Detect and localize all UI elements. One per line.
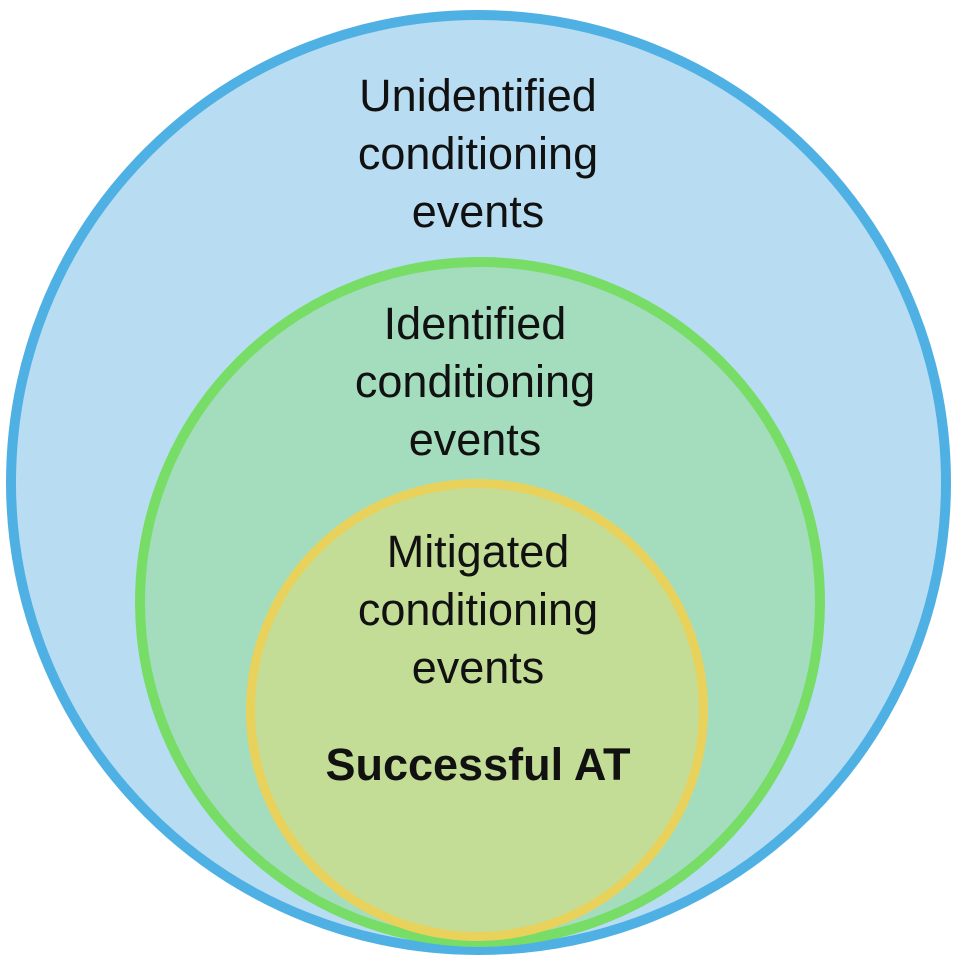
inner-label-line: events: [411, 642, 545, 693]
successful-at-label: Successful AT: [325, 739, 631, 790]
outer-label-line: events: [411, 186, 545, 237]
middle-label-line: events: [408, 414, 542, 465]
middle-label-line: conditioning: [354, 356, 596, 407]
unidentified-events-label: Unidentified conditioning events: [278, 67, 678, 241]
inner-label-line: conditioning: [357, 584, 599, 635]
outer-label-line: Unidentified: [359, 70, 597, 121]
inner-circle: [246, 479, 708, 941]
mitigated-events-label: Mitigated conditioning events: [278, 523, 678, 697]
identified-events-label: Identified conditioning events: [275, 295, 675, 469]
outer-label-line: conditioning: [357, 128, 599, 179]
middle-label-line: Identified: [383, 298, 567, 349]
inner-label-line: Mitigated: [386, 526, 570, 577]
